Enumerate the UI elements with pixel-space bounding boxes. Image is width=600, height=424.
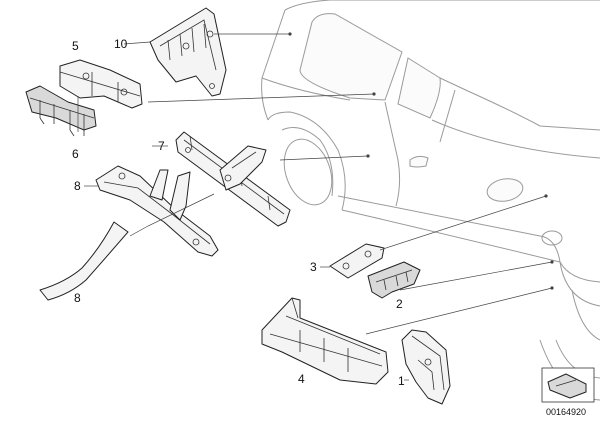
callout-8-strip: 8 xyxy=(74,291,81,305)
part-1-bracket xyxy=(401,329,451,405)
callout-4: 4 xyxy=(298,372,305,386)
leader-lines xyxy=(77,32,554,335)
vehicle-outline xyxy=(261,0,600,401)
part-4-tray xyxy=(261,297,389,385)
reference-symbol-icon xyxy=(547,373,587,399)
callout-1: 1 xyxy=(398,374,405,388)
part-6-support xyxy=(25,85,97,137)
callout-5: 5 xyxy=(72,39,79,53)
callout-2: 2 xyxy=(396,297,403,311)
callout-3: 3 xyxy=(310,260,317,274)
callout-8-frame: 8 xyxy=(74,179,81,193)
callout-6: 6 xyxy=(72,147,79,161)
part-7-channel xyxy=(175,131,291,227)
catalog-number: 00164920 xyxy=(546,407,586,417)
part-5-support xyxy=(59,59,143,109)
part-2-clip xyxy=(367,261,421,299)
part-9-strip xyxy=(39,221,129,301)
callout-10: 10 xyxy=(114,37,128,51)
callout-labels: 10 5 6 7 8 8 3 2 4 1 xyxy=(72,37,409,388)
part-10-bracket xyxy=(149,7,227,97)
part-3-plate xyxy=(329,243,385,279)
catalog-reference: 00164920 xyxy=(541,367,595,417)
